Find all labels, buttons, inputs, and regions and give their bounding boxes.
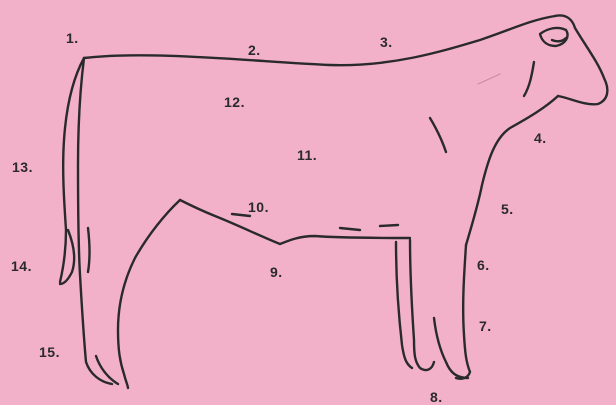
part-label-8: 8. — [430, 390, 443, 404]
tail-inner-path — [88, 228, 90, 272]
part-label-4: 4. — [534, 131, 547, 145]
neck-crease-path — [478, 74, 500, 84]
part-label-14: 14. — [11, 259, 32, 273]
ear-path — [540, 28, 568, 46]
underline-path — [180, 200, 410, 244]
part-label-12: 12. — [224, 95, 245, 109]
part-label-1: 1. — [66, 31, 79, 45]
eye-path — [552, 38, 566, 41]
jaw-line-path — [524, 62, 534, 96]
part-label-7: 7. — [479, 319, 492, 333]
rear-leg-front-path — [118, 200, 180, 388]
part-label-2: 2. — [248, 43, 261, 57]
part-label-3: 3. — [380, 35, 393, 49]
part-label-6: 6. — [477, 258, 490, 272]
shoulder-line-path — [430, 118, 446, 152]
rear-leg-back-path — [78, 58, 112, 384]
part-label-13: 13. — [12, 160, 33, 174]
part-label-9: 9. — [270, 265, 283, 279]
front-leg-rear-path — [410, 240, 434, 370]
part-label-15: 15. — [39, 345, 60, 359]
part-label-11: 11. — [297, 148, 317, 162]
throat-path — [466, 96, 558, 245]
part-label-10: 10. — [248, 200, 269, 214]
flank-dash-3 — [380, 225, 398, 226]
topline-path — [84, 16, 555, 65]
front-leg-front-path — [456, 245, 470, 379]
part-label-5: 5. — [501, 202, 514, 216]
flank-dash-2 — [340, 228, 360, 230]
